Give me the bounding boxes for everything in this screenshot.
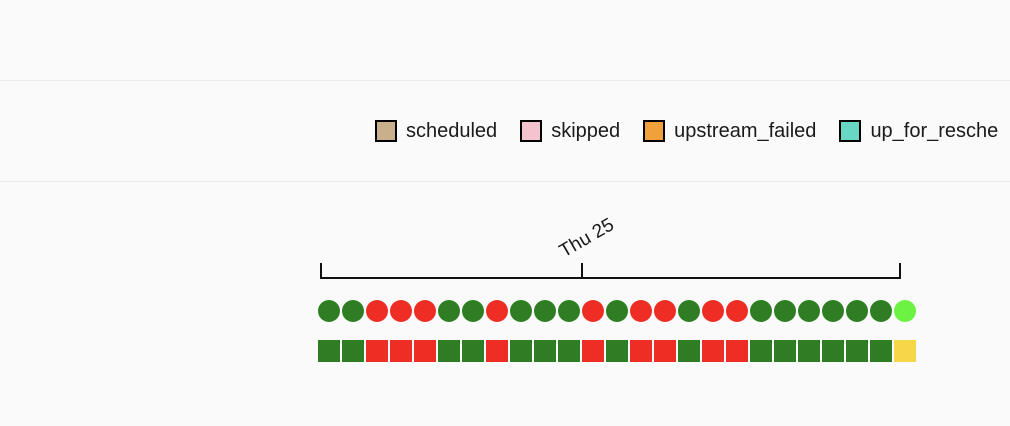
dag-run-marker[interactable] [630, 300, 652, 322]
dag-run-marker[interactable] [678, 300, 700, 322]
task-instance-marker[interactable] [486, 340, 508, 362]
legend: scheduled skipped upstream_failed up_for_re… [375, 120, 998, 142]
dag-run-marker[interactable] [750, 300, 772, 322]
dag-run-marker[interactable] [510, 300, 532, 322]
task-instance-marker[interactable] [774, 340, 796, 362]
runs-timeline-chart: Thu 25 [0, 182, 1010, 426]
legend-item-label: up_for_resche [870, 120, 999, 142]
legend-item-up-for-resche[interactable]: up_for_resche [839, 120, 998, 142]
task-instance-marker[interactable] [654, 340, 676, 362]
dag-run-marker[interactable] [582, 300, 604, 322]
task-instance-marker[interactable] [822, 340, 844, 362]
dag-run-marker[interactable] [414, 300, 436, 322]
dag-run-marker[interactable] [462, 300, 484, 322]
dag-run-marker[interactable] [366, 300, 388, 322]
legend-swatch-icon [839, 120, 862, 142]
dag-run-marker[interactable] [846, 300, 868, 322]
legend-band: scheduled skipped upstream_failed up_for_re… [0, 81, 1010, 182]
dag-run-marker[interactable] [894, 300, 916, 322]
dag-run-marker[interactable] [606, 300, 628, 322]
task-instance-marker[interactable] [846, 340, 868, 362]
chart-band: Thu 25 [0, 182, 1010, 426]
dag-run-marker[interactable] [774, 300, 796, 322]
x-axis-end-tick-left [320, 263, 322, 277]
x-axis-tick-label-thu25: Thu 25 [556, 214, 618, 263]
dag-run-marker[interactable] [702, 300, 724, 322]
dag-run-marker[interactable] [318, 300, 340, 322]
task-instance-marker[interactable] [342, 340, 364, 362]
legend-swatch-icon [520, 120, 543, 142]
dag-run-state-row [318, 300, 916, 322]
legend-item-label: scheduled [406, 120, 498, 142]
task-instance-marker[interactable] [318, 340, 340, 362]
task-instance-marker[interactable] [414, 340, 436, 362]
dag-run-marker[interactable] [342, 300, 364, 322]
dag-run-marker[interactable] [798, 300, 820, 322]
task-instance-marker[interactable] [462, 340, 484, 362]
task-instance-marker[interactable] [558, 340, 580, 362]
x-axis-end-tick-right [899, 263, 901, 277]
task-instance-marker[interactable] [630, 340, 652, 362]
task-instance-marker[interactable] [798, 340, 820, 362]
task-instance-marker[interactable] [678, 340, 700, 362]
task-instance-marker[interactable] [534, 340, 556, 362]
dag-run-marker[interactable] [534, 300, 556, 322]
task-instance-marker[interactable] [726, 340, 748, 362]
legend-item-label: upstream_failed [674, 120, 817, 142]
task-instance-marker[interactable] [606, 340, 628, 362]
dag-run-marker[interactable] [486, 300, 508, 322]
dag-run-marker[interactable] [654, 300, 676, 322]
task-instance-marker[interactable] [870, 340, 892, 362]
dag-run-marker[interactable] [390, 300, 412, 322]
task-instance-marker[interactable] [366, 340, 388, 362]
dag-run-marker[interactable] [822, 300, 844, 322]
legend-item-label: skipped [551, 120, 621, 142]
legend-item-scheduled[interactable]: scheduled [375, 120, 497, 142]
dag-run-marker[interactable] [558, 300, 580, 322]
task-instance-marker[interactable] [894, 340, 916, 362]
task-instance-marker[interactable] [582, 340, 604, 362]
x-axis-center-tick [581, 263, 583, 277]
dag-run-marker[interactable] [870, 300, 892, 322]
legend-swatch-icon [643, 120, 666, 142]
x-axis-line [320, 277, 901, 279]
legend-item-skipped[interactable]: skipped [520, 120, 620, 142]
task-instance-marker[interactable] [750, 340, 772, 362]
legend-item-upstream-failed[interactable]: upstream_failed [643, 120, 816, 142]
task-instance-state-row [318, 340, 916, 362]
task-instance-marker[interactable] [702, 340, 724, 362]
dag-run-marker[interactable] [726, 300, 748, 322]
task-instance-marker[interactable] [438, 340, 460, 362]
dag-run-marker[interactable] [438, 300, 460, 322]
task-instance-marker[interactable] [510, 340, 532, 362]
legend-swatch-icon [375, 120, 397, 142]
top-empty-band [0, 0, 1010, 81]
task-instance-marker[interactable] [390, 340, 412, 362]
